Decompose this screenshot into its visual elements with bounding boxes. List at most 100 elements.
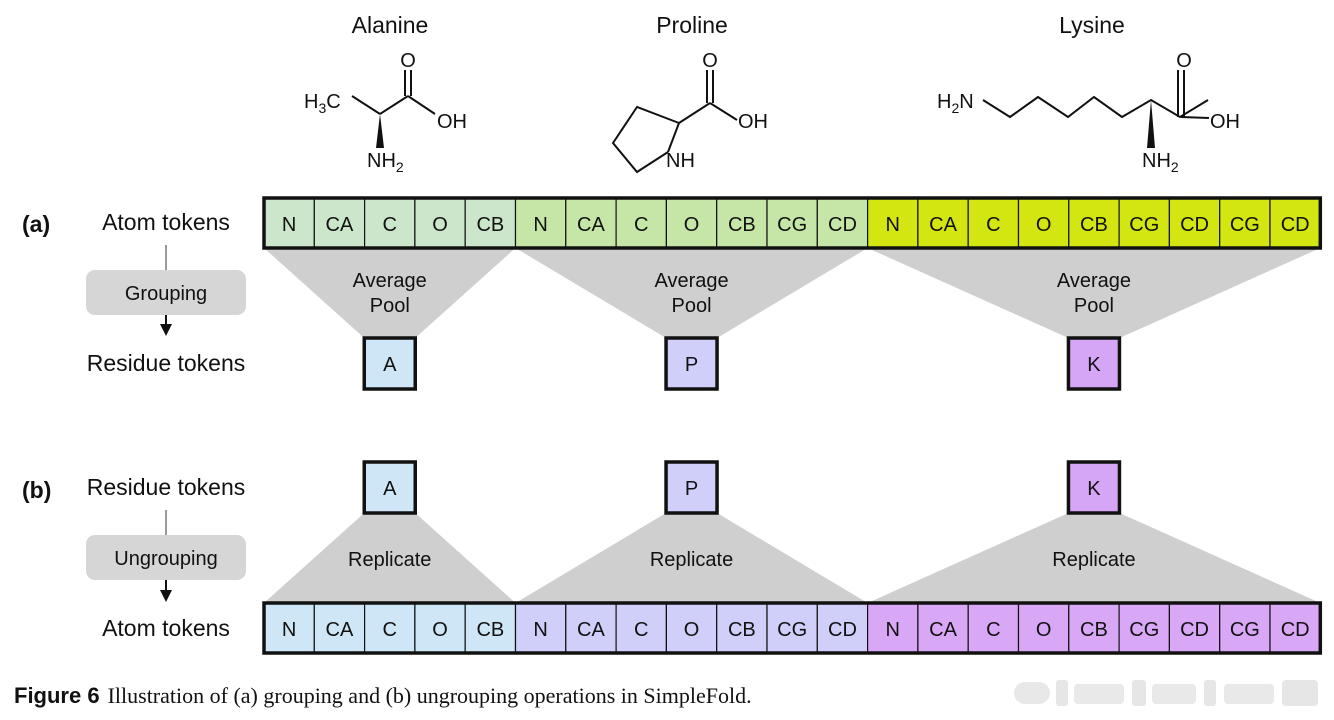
average-pool-label-line1: Average: [1057, 270, 1131, 292]
atom-token-label: CA: [577, 619, 605, 641]
atom-token-label: CB: [728, 214, 756, 236]
residue-token-box: [362, 336, 417, 391]
molecule-name-lysine: Lysine: [1059, 12, 1125, 38]
atom-token-a: C: [615, 197, 667, 249]
atom-token-cell: [1118, 197, 1170, 249]
ungrouping-pill: [86, 535, 246, 580]
atom-row-border-b: [262, 601, 1323, 655]
atom-token-a: CG: [766, 197, 818, 249]
watermark-logo-icon: [1014, 680, 1318, 706]
alanine-oh-label: OH: [437, 111, 467, 133]
panel-a-label: (a): [22, 211, 50, 237]
residue-token-letter: P: [685, 354, 698, 376]
atom-token-label: N: [886, 619, 900, 641]
atom-token-label: CA: [326, 214, 354, 236]
replicate-label: Replicate: [348, 549, 431, 571]
lysine-oh-label: OH: [1210, 111, 1240, 133]
residue-token-b: P: [664, 460, 719, 515]
atom-token-a: O: [665, 197, 718, 249]
lysine-o-label: O: [1176, 50, 1192, 72]
atom-token-b: N: [263, 602, 315, 654]
atom-token-label: CA: [929, 619, 957, 641]
residue-token-letter: P: [685, 478, 698, 500]
average-pool-label-line2: Pool: [1074, 295, 1114, 317]
atom-token-label: CD: [828, 214, 857, 236]
atom-token-a: CA: [565, 197, 617, 249]
alanine-nh2-label: NH2: [367, 150, 404, 175]
atom-token-cell: [1168, 602, 1221, 654]
residue-token-a: A: [362, 336, 417, 391]
atom-token-a: CB: [716, 197, 768, 249]
atom-token-cell: [766, 197, 818, 249]
atom-token-cell: [464, 197, 517, 249]
atom-token-label: CD: [1180, 214, 1209, 236]
atom-token-a: C: [364, 197, 416, 249]
atom-token-label: C: [986, 619, 1000, 641]
atom-token-b: CD: [1168, 602, 1221, 654]
average-pool-label-line1: Average: [654, 270, 728, 292]
atom-token-cell: [716, 602, 768, 654]
grouping-pill: [86, 270, 246, 315]
atom-token-label: CB: [476, 214, 504, 236]
panel-b-label: (b): [22, 477, 51, 503]
lysine-structure: [982, 70, 1210, 148]
figure-caption-text: Illustration of (a) grouping and (b) ung…: [107, 683, 752, 708]
atom-token-label: CG: [1230, 619, 1260, 641]
average-pool-trapezoid: [867, 248, 1321, 338]
atom-token-a: O: [414, 197, 466, 249]
alanine-h3c-label: H3C: [304, 91, 341, 116]
atom-token-label: N: [533, 214, 547, 236]
proline-structure: [611, 70, 738, 174]
atom-token-label: O: [1036, 619, 1052, 641]
atom-token-label: CG: [777, 214, 807, 236]
molecule-name-alanine: Alanine: [352, 12, 429, 38]
atom-token-label: N: [886, 214, 900, 236]
atom-token-b: O: [414, 602, 466, 654]
atom-token-label: CB: [476, 619, 504, 641]
atom-token-label: CD: [1180, 619, 1209, 641]
atom-token-a: CD: [1269, 197, 1321, 249]
atom-token-cell: [665, 197, 718, 249]
atom-token-label: C: [383, 214, 397, 236]
atom-token-label: O: [432, 214, 448, 236]
lysine-nh2-label: NH2: [1142, 150, 1179, 175]
atom-token-a: N: [866, 197, 919, 249]
atom-token-b: CA: [313, 602, 366, 654]
atom-token-a: N: [263, 197, 315, 249]
molecule-name-proline: Proline: [656, 12, 728, 38]
residue-token-letter: A: [383, 478, 397, 500]
grouping-arrow-head: [160, 324, 172, 336]
atom-token-b: CD: [1269, 602, 1321, 654]
residue-token-box: [664, 336, 719, 391]
atom-token-label: O: [1036, 214, 1052, 236]
average-pool-trapezoid: [264, 248, 516, 338]
atom-token-b: CB: [716, 602, 768, 654]
replicate-trapezoid: [867, 513, 1321, 603]
replicate-trapezoid: [515, 513, 868, 603]
atom-token-label: N: [533, 619, 547, 641]
atom-token-a: N: [514, 197, 567, 249]
atom-token-label: CB: [728, 619, 756, 641]
atom-token-label: C: [383, 619, 397, 641]
panel-b-atom-row-label: Atom tokens: [102, 615, 230, 641]
token-layer: AveragePoolReplicateAveragePoolReplicate…: [262, 196, 1323, 655]
ungrouping-pill-label: Ungrouping: [114, 548, 217, 570]
atom-token-label: N: [282, 619, 296, 641]
atom-token-label: CA: [326, 619, 354, 641]
alanine-o-label: O: [400, 50, 416, 72]
panel-a-atom-row-label: Atom tokens: [102, 209, 230, 235]
atom-token-cell: [364, 602, 416, 654]
residue-token-box: [362, 460, 417, 515]
figure-caption-label: Figure 6: [14, 683, 100, 708]
residue-token-box: [1066, 336, 1122, 391]
residue-token-box: [1066, 460, 1122, 515]
atom-token-label: C: [986, 214, 1000, 236]
average-pool-label-line2: Pool: [672, 295, 712, 317]
atom-token-cell: [816, 197, 869, 249]
atom-token-b: CB: [1068, 602, 1120, 654]
atom-token-label: CA: [577, 214, 605, 236]
atom-token-a: CG: [1219, 197, 1271, 249]
atom-token-cell: [1219, 197, 1271, 249]
proline-oh-label: OH: [738, 111, 768, 133]
diagram-canvas: text { font-family: "Liberation Sans", "…: [22, 12, 1323, 655]
